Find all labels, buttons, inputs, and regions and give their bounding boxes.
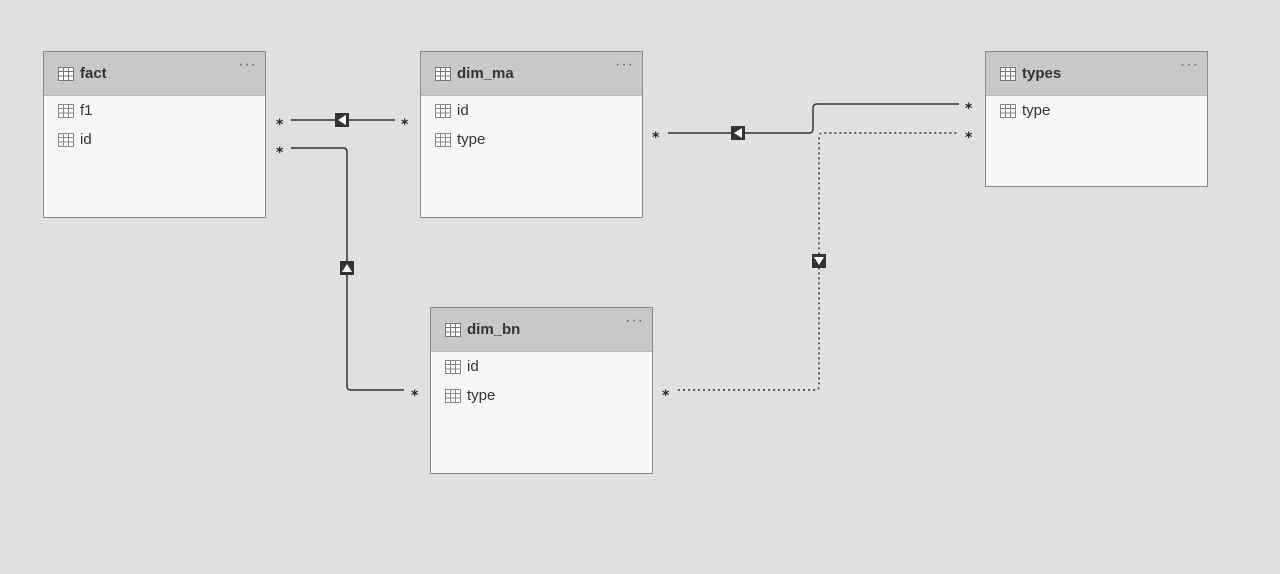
field-row[interactable]: type bbox=[431, 382, 652, 411]
table-grid-icon bbox=[58, 67, 74, 81]
relationship-fact-dim_ma[interactable]: * * bbox=[276, 113, 409, 133]
table-title: dim_ma bbox=[457, 65, 514, 82]
cardinality-many: * bbox=[652, 130, 660, 146]
more-options-icon[interactable]: ··· bbox=[625, 312, 644, 329]
table-title: types bbox=[1022, 65, 1062, 82]
table-card-dim_ma[interactable]: dim_ma ··· id type bbox=[420, 51, 643, 218]
field-grid-icon bbox=[445, 360, 461, 374]
field-label: type bbox=[457, 131, 486, 148]
filter-direction-left-icon bbox=[335, 113, 349, 127]
field-grid-icon bbox=[58, 133, 74, 147]
filter-direction-left-icon bbox=[731, 126, 745, 140]
table-header[interactable]: types ··· bbox=[986, 52, 1207, 96]
table-card-types[interactable]: types ··· type bbox=[985, 51, 1208, 187]
field-row[interactable]: id bbox=[431, 353, 652, 382]
relationship-dim_ma-types[interactable]: * * bbox=[652, 101, 973, 146]
field-row[interactable]: f1 bbox=[44, 97, 265, 126]
field-grid-icon bbox=[435, 104, 451, 118]
cardinality-many: * bbox=[662, 388, 670, 404]
table-title: fact bbox=[80, 65, 107, 82]
field-grid-icon bbox=[1000, 104, 1016, 118]
relationship-fact-dim_bn[interactable]: * * bbox=[276, 145, 419, 404]
cardinality-many: * bbox=[276, 145, 284, 161]
field-grid-icon bbox=[58, 104, 74, 118]
table-grid-icon bbox=[435, 67, 451, 81]
field-label: f1 bbox=[80, 102, 93, 119]
table-header[interactable]: fact ··· bbox=[44, 52, 265, 96]
field-grid-icon bbox=[435, 133, 451, 147]
filter-direction-up-icon bbox=[340, 261, 354, 275]
field-label: id bbox=[80, 131, 92, 148]
table-header[interactable]: dim_bn ··· bbox=[431, 308, 652, 352]
table-header[interactable]: dim_ma ··· bbox=[421, 52, 642, 96]
table-grid-icon bbox=[445, 323, 461, 337]
field-label: id bbox=[457, 102, 469, 119]
field-row[interactable]: type bbox=[421, 126, 642, 155]
more-options-icon[interactable]: ··· bbox=[238, 56, 257, 73]
table-title: dim_bn bbox=[467, 321, 521, 338]
field-label: type bbox=[467, 387, 496, 404]
relationship-dim_bn-types[interactable]: * * bbox=[662, 130, 973, 404]
table-card-fact[interactable]: fact ··· f1 id bbox=[43, 51, 266, 218]
more-options-icon[interactable]: ··· bbox=[615, 56, 634, 73]
cardinality-many: * bbox=[965, 130, 973, 146]
cardinality-many: * bbox=[276, 117, 284, 133]
table-card-dim_bn[interactable]: dim_bn ··· id type bbox=[430, 307, 653, 474]
field-label: type bbox=[1022, 102, 1051, 119]
field-row[interactable]: type bbox=[986, 97, 1207, 126]
cardinality-many: * bbox=[965, 101, 973, 117]
table-grid-icon bbox=[1000, 67, 1016, 81]
field-row[interactable]: id bbox=[44, 126, 265, 155]
filter-direction-down-icon bbox=[812, 254, 826, 268]
more-options-icon[interactable]: ··· bbox=[1180, 56, 1199, 73]
cardinality-many: * bbox=[401, 117, 409, 133]
field-grid-icon bbox=[445, 389, 461, 403]
field-label: id bbox=[467, 358, 479, 375]
cardinality-many: * bbox=[411, 388, 419, 404]
field-row[interactable]: id bbox=[421, 97, 642, 126]
